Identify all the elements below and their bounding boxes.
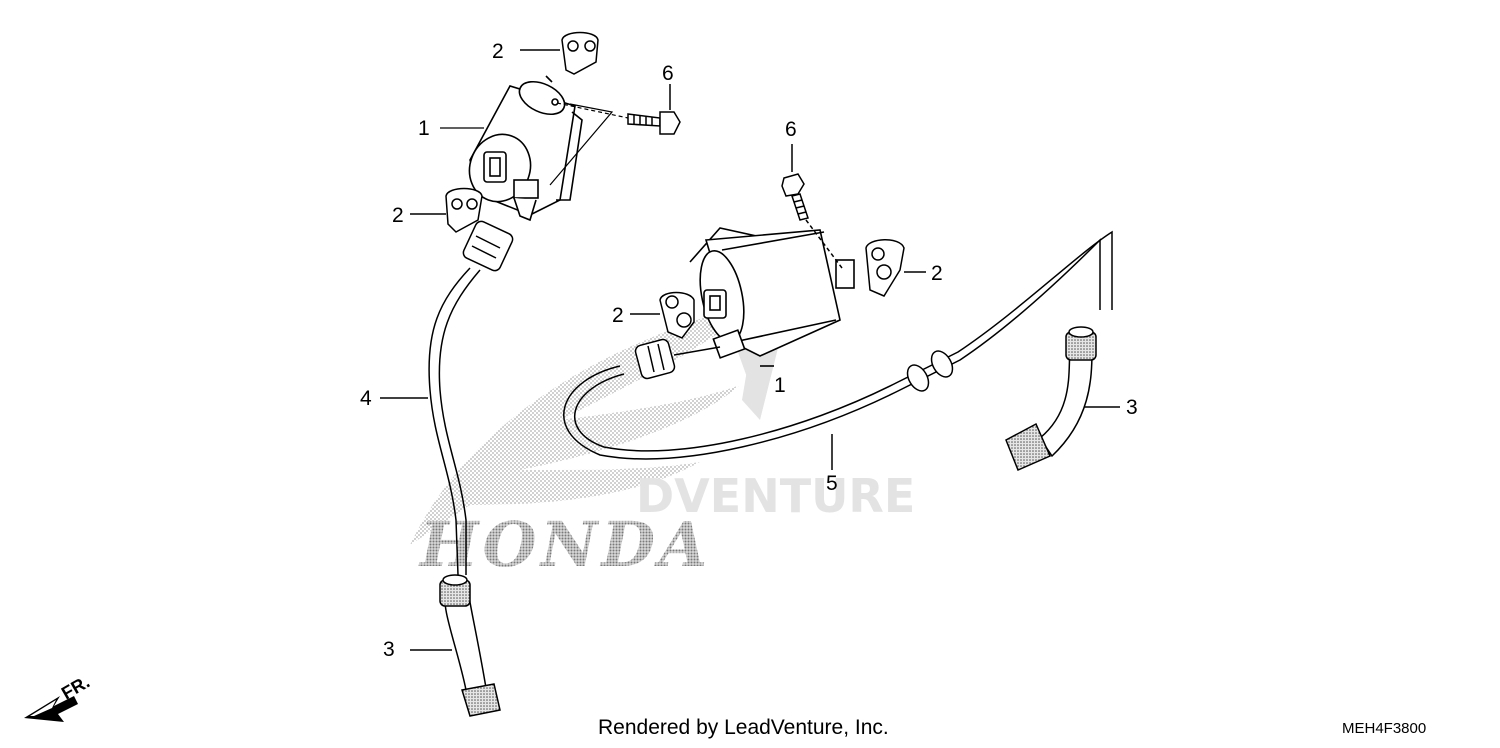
spark-plug-cap-left xyxy=(410,574,501,717)
callout-6-middle: 6 xyxy=(785,118,797,141)
clamp-c xyxy=(865,239,926,297)
callout-2-b: 2 xyxy=(392,204,404,227)
clamp-a xyxy=(520,31,599,75)
callout-2-c: 2 xyxy=(931,262,943,285)
bolt-top xyxy=(627,84,681,135)
ignition-cable-4 xyxy=(380,220,514,576)
coil-bolt-leader-top xyxy=(549,102,629,186)
callout-2-d: 2 xyxy=(612,304,624,327)
callout-2-a: 2 xyxy=(492,40,504,63)
callout-6-top: 6 xyxy=(662,62,674,85)
diagram-code: MEH4F3800 xyxy=(1342,720,1427,737)
callout-4: 4 xyxy=(360,387,372,410)
ignition-cable-5 xyxy=(563,230,1113,470)
clamp-b xyxy=(410,187,483,233)
front-direction-label: FR. xyxy=(58,672,93,704)
ignition-coil-middle xyxy=(689,227,855,367)
callout-1-top: 1 xyxy=(418,117,430,140)
ignition-coil-top xyxy=(468,75,583,222)
callout-1-middle: 1 xyxy=(774,374,786,397)
watermark-dventure-text: DVENTURE xyxy=(636,469,915,523)
front-direction-arrow: FR. xyxy=(24,672,93,722)
rendered-by-text: Rendered by LeadVenture, Inc. xyxy=(598,716,889,739)
callout-3-left: 3 xyxy=(383,638,395,661)
spark-plug-cap-right xyxy=(1005,326,1120,471)
clamp-d xyxy=(630,291,695,339)
callout-5: 5 xyxy=(826,472,838,495)
bolt-middle xyxy=(781,144,843,269)
callout-3-right: 3 xyxy=(1126,396,1138,419)
